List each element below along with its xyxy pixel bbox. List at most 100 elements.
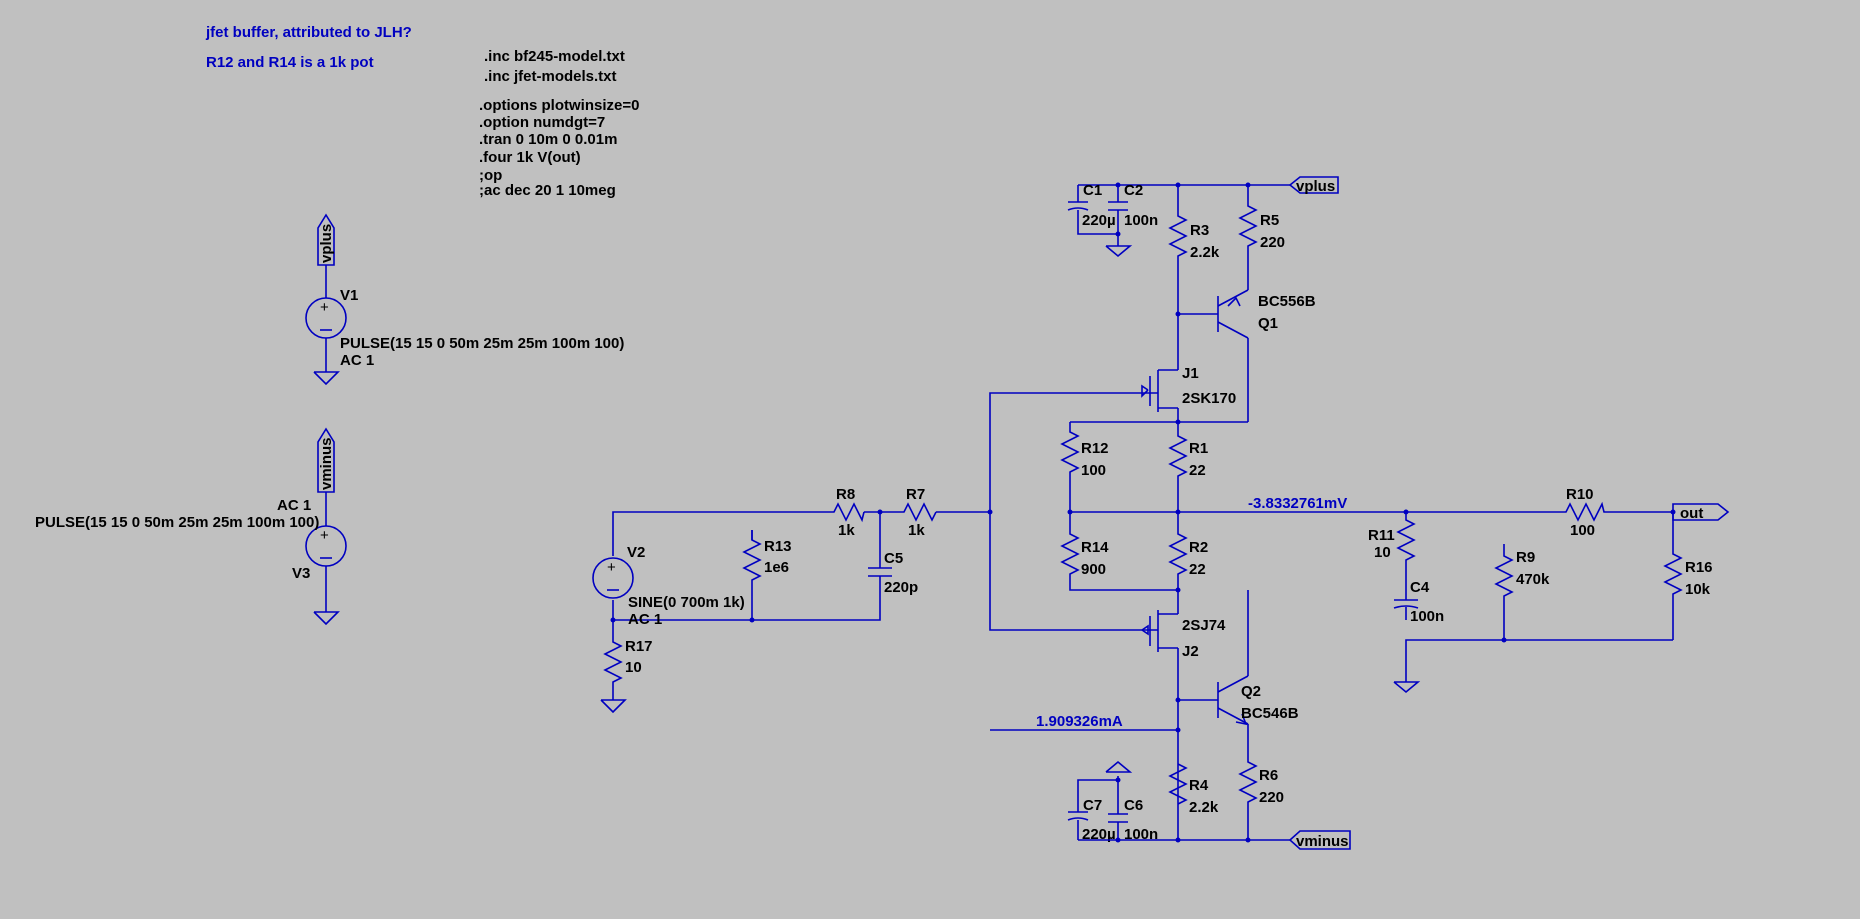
upper-supply-section[interactable]: vplus C1 220µ C2 100n R3 2.2k R5 220 BC [1067,176,1339,425]
resistor-r14[interactable] [1060,512,1178,591]
spice-directives[interactable]: .inc bf245-model.txt .inc jfet-models.tx… [479,48,639,199]
resistor-r3[interactable] [1168,185,1188,362]
r8-name: R8 [836,486,855,503]
r16-value: 10k [1685,581,1711,598]
ground-icon [1105,760,1133,773]
resistor-r6[interactable] [1238,724,1258,840]
j2-value: 2SJ74 [1182,617,1226,634]
directive-four[interactable]: .four 1k V(out) [479,149,581,166]
r14-name: R14 [1081,539,1109,556]
r7-value: 1k [908,522,925,539]
v1-value: PULSE(15 15 0 50m 25m 25m 100m 100) [340,335,624,352]
r4-name: R4 [1189,777,1209,794]
r3-name: R3 [1190,222,1209,239]
r12-name: R12 [1081,440,1109,457]
v3-name: V3 [292,565,310,582]
resistor-r16[interactable] [1663,512,1683,640]
net-flag-vminus-v3[interactable] [317,427,335,493]
output-stage[interactable]: R12 100 R14 900 R1 22 R2 22 -3.8332761mV… [1060,422,1730,694]
q2-name: Q2 [1241,683,1261,700]
v3-value: PULSE(15 15 0 50m 25m 25m 100m 100) [35,514,319,531]
r2-name: R2 [1189,539,1208,556]
resistor-r7[interactable] [898,502,937,522]
ground-icon [600,699,627,714]
v2-value: SINE(0 700m 1k) [628,594,745,611]
voltage-source-v3[interactable]: vminus + AC 1 PULSE(15 15 0 50m 25m 25m … [35,427,347,626]
comment-title: jfet buffer, attributed to JLH? [205,24,412,41]
resistor-r17[interactable] [603,636,623,688]
q1-value: BC556B [1258,293,1316,310]
resistor-r9[interactable] [1494,544,1514,640]
directive-option-numdgt[interactable]: .option numdgt=7 [479,114,605,131]
plus-sign-icon: + [320,527,329,544]
resistor-r12[interactable] [1060,422,1080,512]
directive-ac[interactable]: ;ac dec 20 1 10meg [479,182,616,199]
current-probe-readout: 1.909326mA [1036,713,1123,730]
q2-value: BC546B [1241,705,1299,722]
directive-inc-jfet[interactable]: .inc jfet-models.txt [484,68,617,85]
c7-name: C7 [1083,797,1102,814]
c1-name: C1 [1083,182,1102,199]
v2-ac: AC 1 [628,611,662,628]
c6-name: C6 [1124,797,1143,814]
voltage-source-v2[interactable] [592,557,634,599]
gate-drive-wiring [987,392,1158,631]
net-flag-vplus-top[interactable] [1288,176,1339,194]
j1-name: J1 [1182,365,1199,382]
voltage-probe-readout: -3.8332761mV [1248,495,1347,512]
directive-tran[interactable]: .tran 0 10m 0 0.01m [479,131,617,148]
r10-value: 100 [1570,522,1595,539]
r17-value: 10 [625,659,642,676]
v1-name: V1 [340,287,358,304]
net-label-vplus-v1: vplus [318,224,335,263]
resistor-r2[interactable] [1168,512,1188,590]
r5-value: 220 [1260,234,1285,251]
v2-name: V2 [627,544,645,561]
r16-name: R16 [1685,559,1713,576]
r9-name: R9 [1516,549,1535,566]
lower-supply-section[interactable]: 2SJ74 J2 Q2 BC546B 1.909326mA R4 2.2k R6… [990,587,1351,851]
r13-name: R13 [764,538,792,555]
r6-value: 220 [1259,789,1284,806]
r14-value: 900 [1081,561,1106,578]
ground-icon [1393,681,1421,694]
c4-value: 100n [1410,608,1444,625]
resistor-r11[interactable] [1396,512,1416,592]
r13-value: 1e6 [764,559,789,576]
r1-value: 22 [1189,462,1206,479]
net-label-out: out [1680,505,1703,522]
r4-value: 2.2k [1189,799,1219,816]
r10-name: R10 [1566,486,1594,503]
directive-op[interactable]: ;op [479,167,502,184]
net-label-vminus-bottom: vminus [1296,833,1349,850]
c2-value: 100n [1124,212,1158,229]
r17-name: R17 [625,638,653,655]
resistor-r8[interactable] [826,502,865,523]
c4-name: C4 [1410,579,1430,596]
c2-name: C2 [1124,182,1143,199]
plus-sign-icon: + [607,559,616,576]
c1-value: 220µ [1082,212,1116,229]
net-label-vplus-top: vplus [1296,178,1335,195]
c6-value: 100n [1124,826,1158,843]
r1-name: R1 [1189,440,1208,457]
ground-icon [313,371,340,386]
resistor-r5[interactable] [1238,185,1258,290]
directive-options[interactable]: .options plotwinsize=0 [479,97,639,114]
directive-inc-bf245[interactable]: .inc bf245-model.txt [484,48,625,65]
resistor-r4[interactable] [1168,763,1188,805]
q1-name: Q1 [1258,315,1278,332]
v1-ac: AC 1 [340,352,374,369]
r12-value: 100 [1081,462,1106,479]
resistor-r10[interactable] [1558,501,1673,522]
resistor-r13[interactable] [742,530,762,596]
voltage-source-v1[interactable]: vplus + V1 PULSE(15 15 0 50m 25m 25m 100… [305,213,624,386]
net-flag-vminus-bottom[interactable] [1288,830,1351,850]
r9-value: 470k [1516,571,1550,588]
net-flag-vplus-v1[interactable] [317,213,335,266]
input-network[interactable]: + V2 SINE(0 700m 1k) AC 1 R17 10 R13 1e6… [592,486,990,714]
resistor-r1[interactable] [1168,422,1188,512]
r3-value: 2.2k [1190,244,1220,261]
r5-name: R5 [1260,212,1279,229]
